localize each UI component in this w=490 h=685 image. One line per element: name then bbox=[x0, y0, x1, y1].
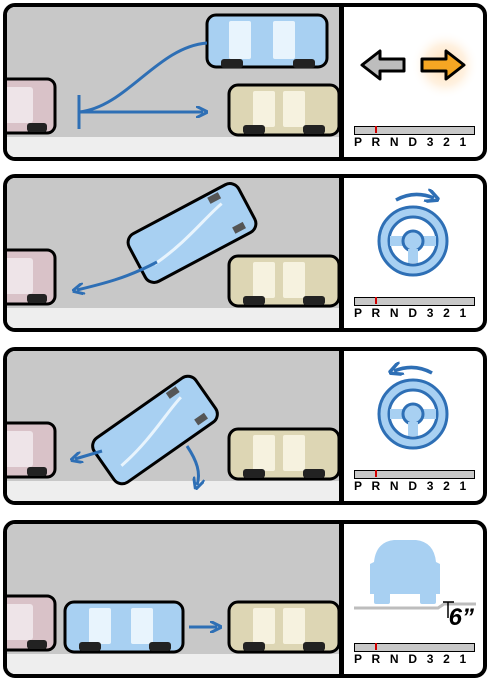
gear-selector-label: P R N D 3 2 1 bbox=[354, 136, 475, 149]
front-parked-car bbox=[229, 85, 339, 135]
step-3-controls: P R N D 3 2 1 bbox=[344, 351, 483, 501]
steering-wheel-turn-right-icon bbox=[344, 178, 483, 288]
gear-selector: P R N D 3 2 1 bbox=[354, 470, 475, 493]
turn-signal-indicator bbox=[344, 7, 483, 117]
front-parked-car bbox=[229, 256, 339, 306]
step-4-controls: 6” P R N D 3 2 1 bbox=[344, 524, 483, 674]
gear-selector-label: P R N D 3 2 1 bbox=[354, 480, 475, 493]
step-2-panel: P R N D 3 2 1 bbox=[3, 174, 487, 332]
your-car bbox=[65, 602, 183, 652]
sidewalk bbox=[7, 137, 343, 157]
parking-scene-4 bbox=[7, 524, 343, 674]
gear-selector: P R N D 3 2 1 bbox=[354, 126, 475, 149]
rear-parked-car bbox=[7, 596, 55, 650]
front-parked-car bbox=[229, 429, 339, 479]
gear-selector-label: P R N D 3 2 1 bbox=[354, 653, 475, 666]
step-2-controls: P R N D 3 2 1 bbox=[344, 178, 483, 328]
steering-wheel-turn-left-icon bbox=[344, 351, 483, 461]
rear-parked-car bbox=[7, 79, 55, 133]
step-1-controls: P R N D 3 2 1 bbox=[344, 7, 483, 157]
rear-parked-car bbox=[7, 423, 55, 477]
rear-parked-car bbox=[7, 250, 55, 304]
left-arrow-icon bbox=[362, 51, 404, 79]
step-3-panel: P R N D 3 2 1 bbox=[3, 347, 487, 505]
parking-scene-3 bbox=[7, 351, 343, 501]
front-parked-car bbox=[229, 602, 339, 652]
gear-selector-label: P R N D 3 2 1 bbox=[354, 307, 475, 320]
step-1-panel: P R N D 3 2 1 bbox=[3, 3, 487, 161]
curb-height-label: 6” bbox=[449, 606, 474, 630]
parking-scene-1 bbox=[7, 7, 343, 157]
gear-selector: P R N D 3 2 1 bbox=[354, 643, 475, 666]
gear-selector: P R N D 3 2 1 bbox=[354, 297, 475, 320]
parking-scene-2 bbox=[7, 178, 343, 328]
step-4-panel: 6” P R N D 3 2 1 bbox=[3, 520, 487, 678]
your-car bbox=[207, 15, 327, 68]
car-rear-icon bbox=[370, 540, 440, 594]
